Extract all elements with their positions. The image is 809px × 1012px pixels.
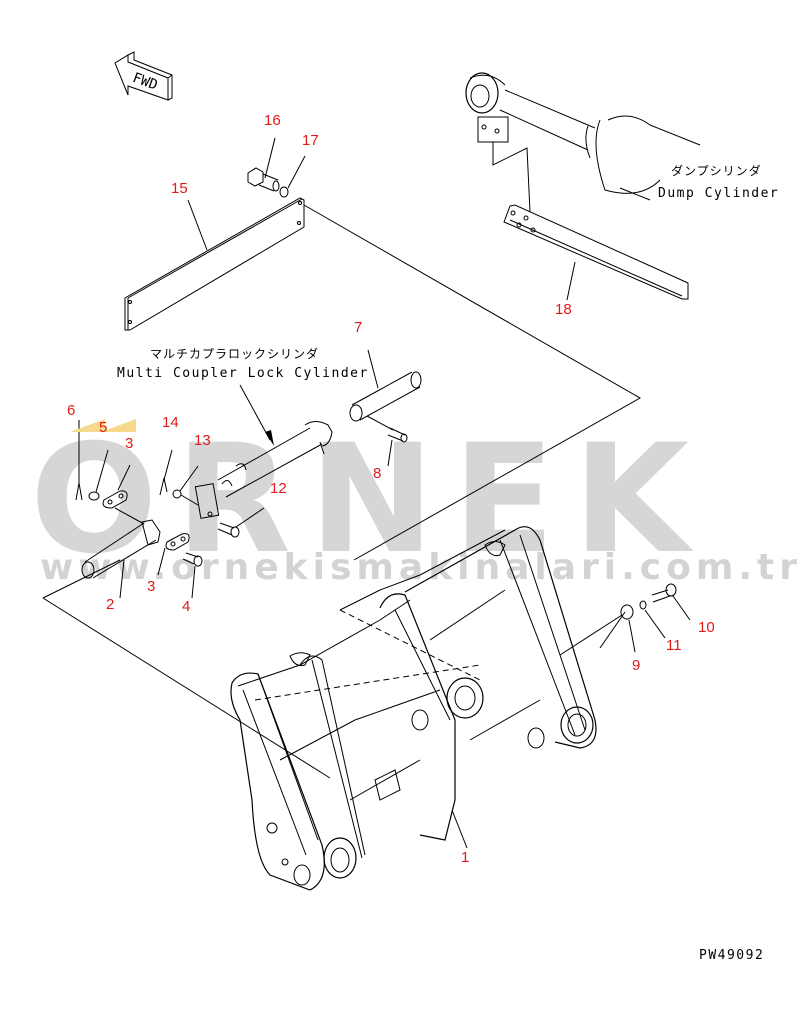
callout-4[interactable]: 4 (182, 598, 191, 615)
bolt-12-icon (217, 522, 240, 538)
plate-3-lower-icon (165, 533, 190, 551)
highlight-marker-5 (70, 419, 105, 432)
callout-16[interactable]: 16 (264, 112, 281, 129)
fwd-label: FWD (130, 70, 159, 94)
callout-11[interactable]: 11 (666, 637, 682, 654)
pin-2-icon (81, 507, 161, 579)
callout-9[interactable]: 9 (632, 657, 641, 674)
callout-13[interactable]: 13 (194, 432, 211, 449)
callout-5[interactable]: 5 (99, 419, 108, 436)
cotter-pin-6-icon (75, 482, 83, 501)
washer-17-icon (279, 186, 289, 198)
callout-12[interactable]: 12 (270, 480, 287, 497)
forward-arrow-icon: FWD (114, 51, 173, 101)
lock-cylinder-label-en: Multi Coupler Lock Cylinder (117, 366, 369, 381)
bracket-18-icon (503, 204, 689, 300)
callout-10[interactable]: 10 (698, 619, 715, 636)
callout-3-lower[interactable]: 3 (147, 578, 156, 595)
washer-13-icon (172, 489, 182, 499)
pin-7-icon (349, 371, 422, 431)
drawing-id: PW49092 (699, 948, 765, 963)
highlight-marker-3 (101, 419, 136, 432)
leader-lines (78, 137, 691, 849)
callout-6[interactable]: 6 (67, 402, 76, 419)
bolt-16-icon (247, 167, 280, 192)
callout-14[interactable]: 14 (162, 414, 179, 431)
lock-cylinder-label-jp: マルチカプラロックシリンダ (150, 347, 320, 361)
bolt-10-icon (651, 583, 677, 603)
coupler-frame-icon (230, 526, 597, 891)
dump-cylinder-label-jp: ダンプシリンダ (671, 164, 762, 178)
callout-8[interactable]: 8 (373, 465, 382, 482)
callout-2[interactable]: 2 (106, 596, 115, 613)
callout-1[interactable]: 1 (461, 849, 470, 866)
callout-7[interactable]: 7 (354, 319, 363, 336)
spring-washer-11-icon (639, 600, 647, 610)
pin-8-icon (387, 427, 408, 443)
washer-5-icon (88, 491, 100, 501)
lock-cylinder-icon (194, 421, 333, 519)
bolt-4-icon (182, 552, 203, 567)
watermark-url: www.ornekismakinalari.com.tr (40, 547, 803, 588)
dump-cylinder-label-en: Dump Cylinder (658, 186, 780, 201)
cotter-pin-14-icon (159, 477, 168, 496)
plate-15-icon (124, 197, 305, 331)
callout-18[interactable]: 18 (555, 301, 572, 318)
dump-cylinder-icon (465, 72, 701, 213)
callout-3-upper[interactable]: 3 (125, 435, 134, 452)
plate-3-upper-icon (102, 490, 128, 509)
callout-17[interactable]: 17 (302, 132, 319, 149)
callout-15[interactable]: 15 (171, 180, 188, 197)
washer-9-icon (620, 604, 634, 620)
